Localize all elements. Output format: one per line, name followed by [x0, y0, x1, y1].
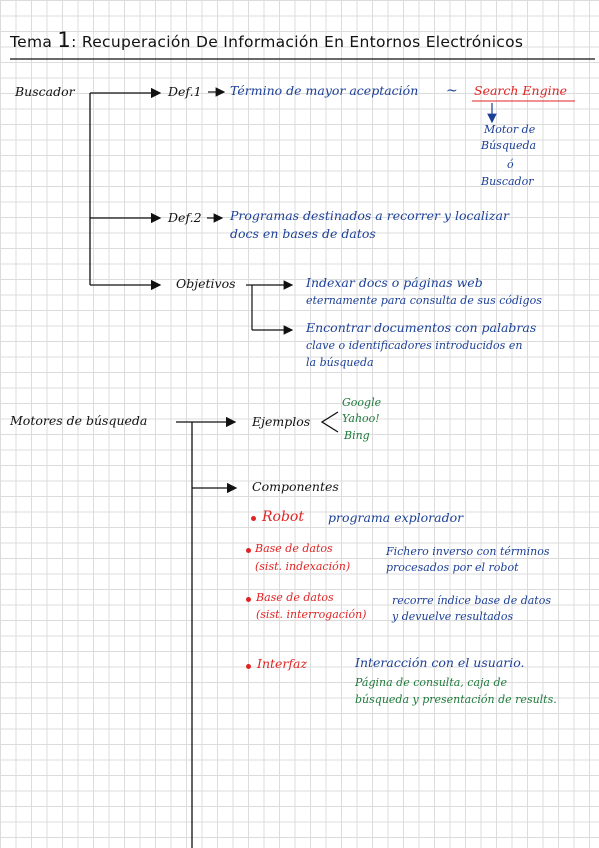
componentes-label: Componentes: [252, 479, 339, 494]
bd2-desc-line2: y devuelve resultados: [392, 610, 514, 623]
title-number: 1: [57, 28, 72, 52]
title-prefix: Tema: [10, 33, 53, 51]
buscador-label: Buscador: [15, 84, 75, 99]
objetivo2-line2: clave o identificadores introducidos en: [306, 339, 523, 352]
ejemplo-google: Google: [342, 396, 382, 409]
motor-line1: Motor de: [484, 123, 536, 136]
objetivo2-line1: Encontrar documentos con palabras: [306, 320, 537, 335]
bd1-name-line2: (sist. indexación): [255, 560, 351, 573]
bd1-bullet: [246, 548, 251, 553]
motor-buscador: Buscador: [481, 175, 534, 188]
def1-label: Def.1: [168, 84, 202, 99]
interfaz-name: Interfaz: [257, 656, 308, 671]
interfaz-desc-line1: Interacción con el usuario.: [355, 655, 525, 670]
objetivo1-line2: eternamente para consulta de sus códigos: [306, 294, 542, 307]
def2-line2: docs en bases de datos: [230, 226, 376, 241]
bd2-name-line2: (sist. interrogación): [256, 608, 367, 621]
def2-line1: Programas destinados a recorrer y locali…: [230, 208, 509, 223]
objetivo1-line1: Indexar docs o páginas web: [306, 275, 483, 290]
robot-desc: programa explorador: [328, 510, 464, 525]
interfaz-desc-line3: búsqueda y presentación de results.: [355, 693, 557, 706]
ejemplos-label: Ejemplos: [252, 414, 311, 429]
def1-text: Término de mayor aceptación: [230, 83, 419, 98]
motor-line2: Búsqueda: [481, 139, 537, 152]
objetivo2-line3: la búsqueda: [306, 356, 374, 369]
bd2-desc-line1: recorre índice base de datos: [392, 594, 551, 607]
bd2-name-line1: Base de datos: [256, 591, 334, 604]
robot-name: Robot: [262, 509, 304, 525]
ejemplo-yahoo: Yahoo!: [342, 412, 380, 425]
search-engine-term: Search Engine: [474, 83, 568, 98]
def1-tilde: ~: [446, 83, 458, 99]
robot-bullet: [251, 516, 256, 521]
bd2-bullet: [246, 597, 251, 602]
motor-or: ó: [507, 158, 514, 171]
bd1-desc-line1: Fichero inverso con términos: [386, 545, 550, 558]
ejemplo-bing: Bing: [344, 429, 370, 442]
interfaz-desc-line2: Página de consulta, caja de: [355, 676, 508, 689]
ejemplos-bracket: [320, 411, 339, 433]
bd1-desc-line2: procesados por el robot: [386, 561, 519, 574]
page-title: Tema 1: Recuperación De Información En E…: [10, 30, 523, 51]
bd1-name-line1: Base de datos: [255, 542, 333, 555]
objetivos-label: Objetivos: [176, 276, 236, 291]
motores-label: Motores de búsqueda: [10, 413, 148, 428]
interfaz-bullet: [246, 664, 251, 669]
def2-label: Def.2: [168, 210, 202, 225]
title-text: : Recuperación De Información En Entorno…: [71, 33, 524, 51]
